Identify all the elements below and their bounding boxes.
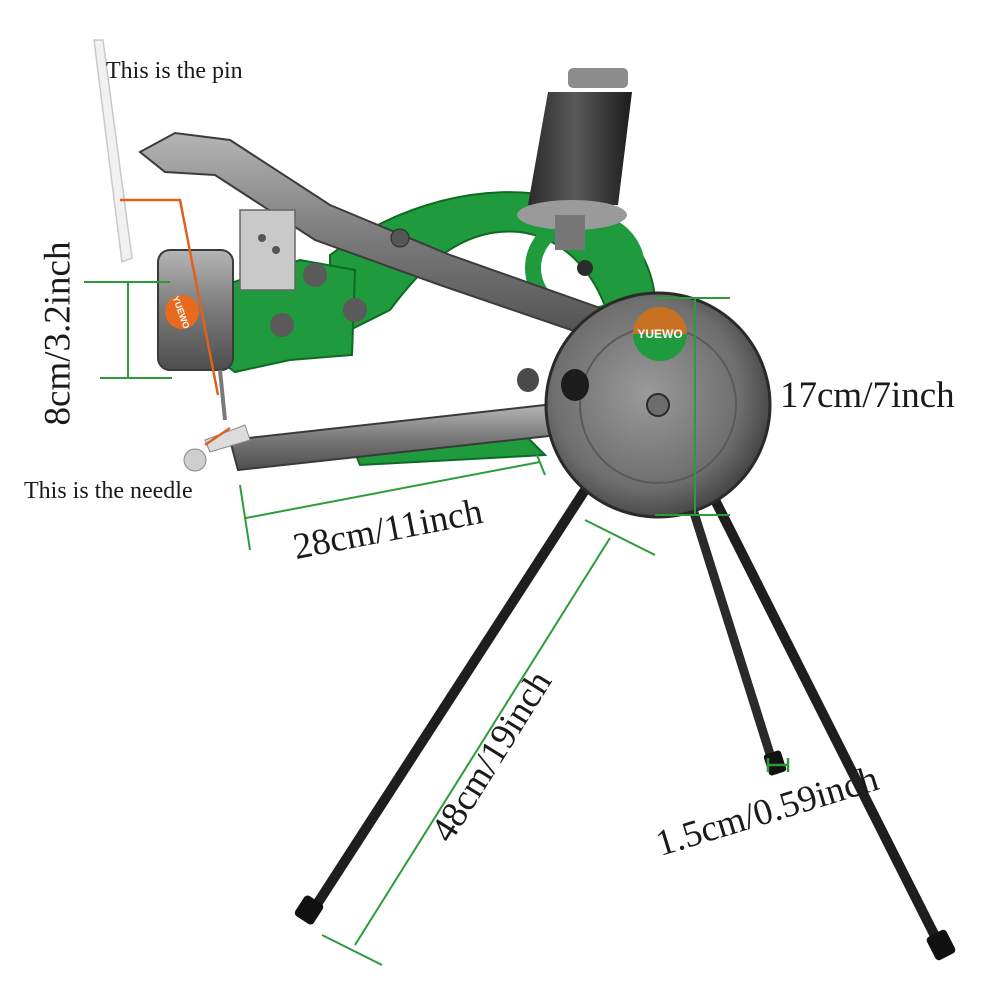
- leg-dimension: [321, 519, 656, 966]
- needle-callout-line: [204, 426, 231, 447]
- lower-arm: [183, 403, 560, 472]
- pin-callout-line: [120, 198, 220, 396]
- foot-dimension: [766, 758, 790, 772]
- height-dimension-label: 8cm/3.2inch: [37, 241, 79, 426]
- sewing-head: [157, 209, 367, 421]
- wheel-dimension: [655, 297, 730, 516]
- handwheel: [517, 291, 772, 519]
- pin: [93, 39, 133, 264]
- wheel-dimension-label: 17cm/7inch: [780, 375, 955, 416]
- arm-dimension: [239, 454, 546, 551]
- height-dimension: [84, 281, 172, 379]
- thread-spool: [517, 68, 632, 250]
- tripod-legs: [294, 485, 956, 961]
- pin-label: This is the pin: [106, 58, 243, 84]
- needle-label: This is the needle: [24, 478, 193, 504]
- brand-logo-wheel: YUEWO: [637, 327, 682, 341]
